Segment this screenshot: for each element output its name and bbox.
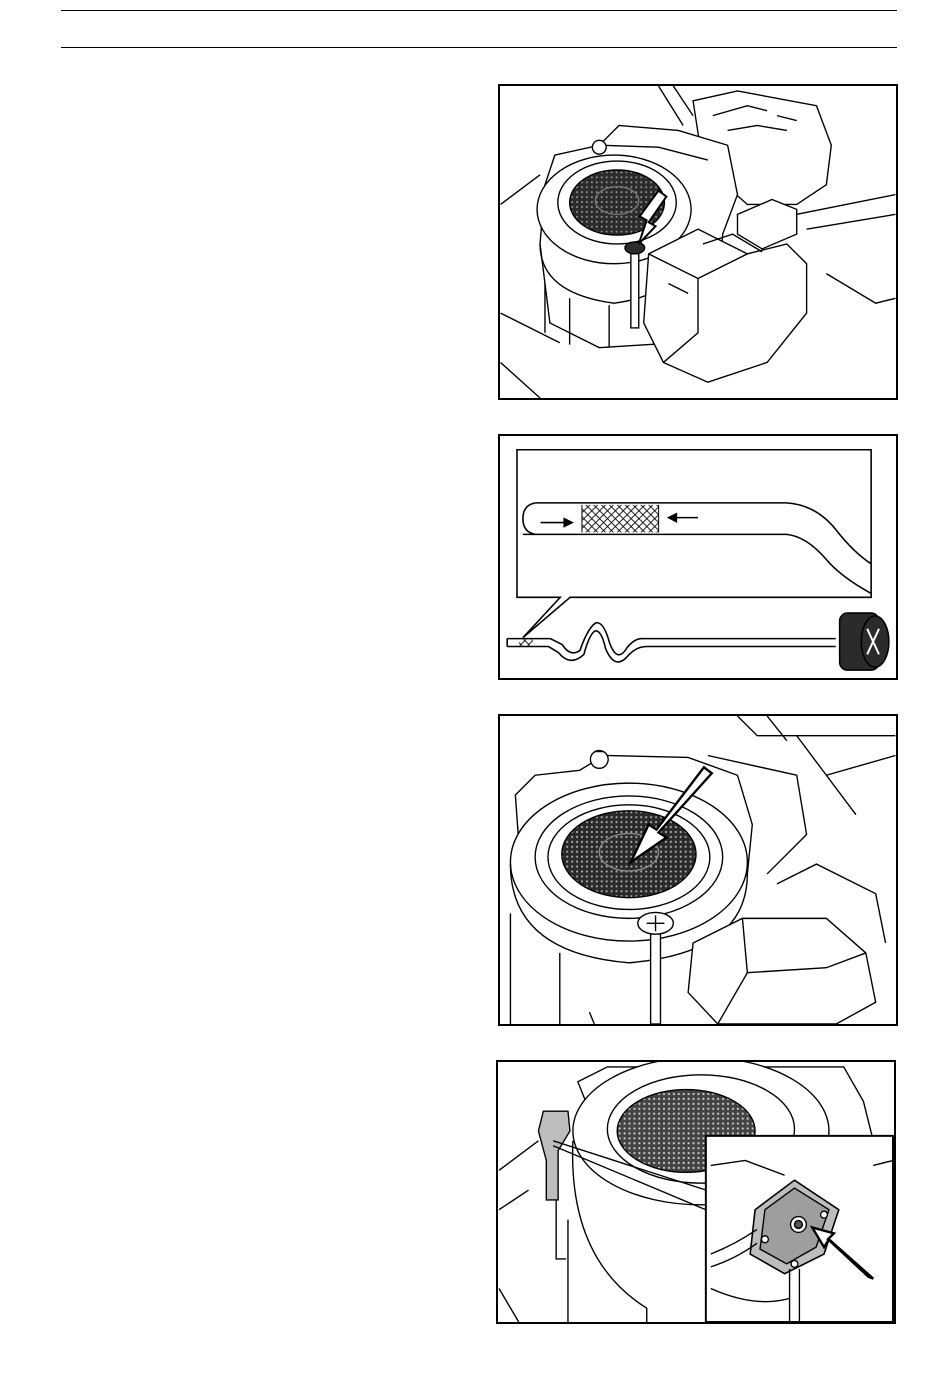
figure-dipstick-level	[498, 434, 898, 680]
dipstick-level-illustration	[500, 436, 896, 678]
air-filter-illustration	[500, 716, 896, 1024]
figure-engine-dipstick	[498, 84, 898, 400]
figure-air-filter	[498, 714, 898, 1026]
header-rule-top	[61, 10, 897, 11]
fuel-pump-illustration	[498, 1062, 894, 1322]
engine-dipstick-illustration	[500, 86, 896, 398]
header-rule-bottom	[61, 47, 897, 48]
figure-fuel-pump	[496, 1060, 896, 1324]
